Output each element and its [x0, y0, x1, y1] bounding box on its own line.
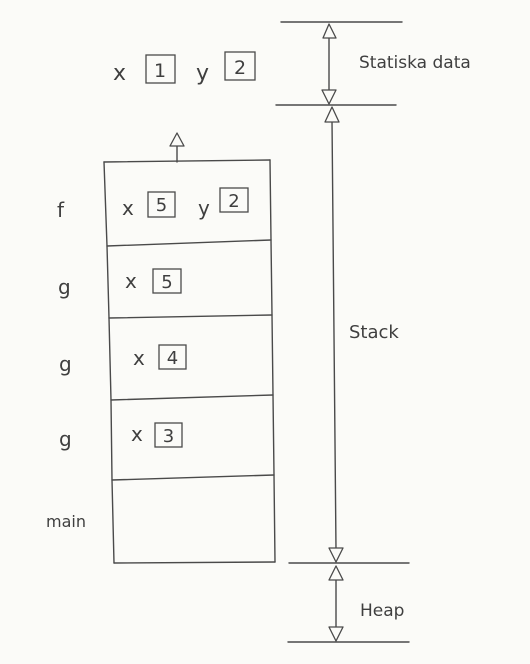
static-var-y-name: y	[196, 61, 209, 86]
static-var-x-name: x	[113, 61, 126, 86]
stack-right-edge	[269, 159, 276, 563]
frame-f-var-x-box	[147, 191, 176, 218]
frame-f-var-x-value: 5	[156, 195, 167, 216]
frame-divider	[106, 239, 272, 247]
static-span-up-arrow-icon	[322, 23, 337, 39]
heap-span-up-arrow-icon	[328, 565, 344, 581]
stack-frames: f x 5 y 2 g x 5 g x 4 g x 3 main	[46, 132, 276, 564]
region-label-static: Statiska data	[359, 53, 471, 73]
frame-f-var-x-name: x	[122, 196, 134, 220]
stack-span-up-arrow-icon	[324, 106, 340, 123]
frame-g3-var-x-value: 3	[163, 426, 174, 447]
frame-divider	[108, 314, 273, 319]
frame-g1-var-x-value: 5	[161, 272, 172, 293]
frame-g2-var-x-value: 4	[167, 348, 178, 369]
frame-label-g: g	[59, 427, 72, 451]
static-data-vars: x 1 y 2	[113, 51, 256, 86]
frame-divider	[111, 474, 275, 481]
frame-f-var-y-value: 2	[228, 191, 239, 212]
stack-top-edge	[103, 159, 271, 163]
region-label-stack: Stack	[349, 322, 399, 343]
static-var-y-value: 2	[234, 57, 246, 79]
memory-regions: Statiska data Stack Heap	[275, 21, 471, 643]
frame-f-var-y-box	[219, 187, 249, 213]
stack-left-edge	[103, 161, 115, 564]
heap-span-down-arrow-icon	[328, 626, 344, 642]
frame-g3-var-x-name: x	[131, 422, 143, 446]
frame-label-g: g	[59, 352, 72, 376]
stack-bottom-edge	[113, 561, 276, 564]
stack-span-line	[331, 119, 337, 551]
stack-growth-arrow-icon	[169, 132, 185, 147]
frame-divider	[110, 394, 274, 401]
frame-f-var-y-name: y	[198, 196, 210, 220]
frame-g1-var-x-name: x	[125, 269, 137, 293]
static-span-down-arrow-icon	[321, 89, 337, 105]
frame-label-g: g	[58, 275, 71, 299]
frame-g2-var-x-box	[158, 344, 187, 370]
static-var-x-box	[145, 54, 176, 84]
frame-label-f: f	[57, 198, 65, 222]
frame-label-main: main	[46, 512, 86, 531]
region-label-heap: Heap	[360, 601, 404, 621]
static-var-x-value: 1	[154, 60, 166, 82]
frame-g1-var-x-box	[152, 268, 182, 294]
static-var-y-box	[224, 51, 256, 81]
frame-g2-var-x-name: x	[133, 346, 145, 370]
frame-g3-var-x-box	[154, 422, 183, 448]
stack-span-down-arrow-icon	[328, 547, 344, 563]
